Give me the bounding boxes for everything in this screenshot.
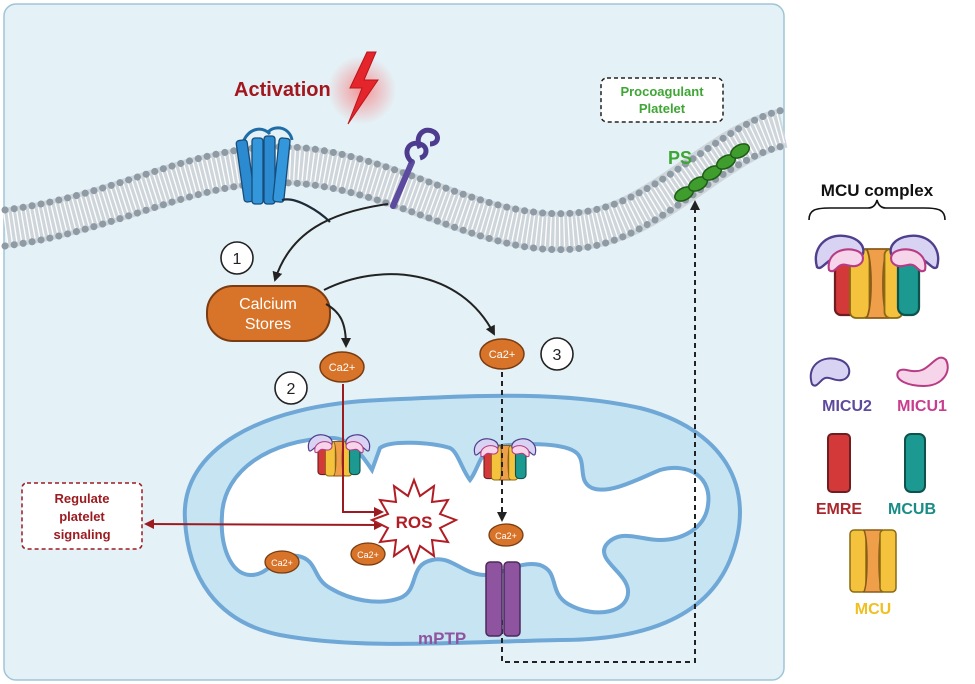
ros-label: ROS <box>396 513 433 532</box>
ps-label: PS <box>668 148 692 168</box>
svg-text:Ca2+: Ca2+ <box>357 550 379 560</box>
phosphatidylserine-icon <box>673 143 751 202</box>
micu2-icon <box>809 357 851 387</box>
regulate-label-line1: Regulate <box>55 491 110 506</box>
ca-ion-2: Ca2+ <box>319 351 365 383</box>
ca-ion-matrix-c: Ca2+ <box>488 523 524 547</box>
calcium-stores-label-line1: Calcium <box>239 296 297 313</box>
step-1-badge: 1 <box>220 241 254 275</box>
step-2-badge: 2 <box>274 371 308 405</box>
procoagulant-box <box>600 77 724 123</box>
legend-mcu-complex <box>814 234 940 320</box>
emre-icon <box>827 433 851 493</box>
arrow-ros-to-regulate <box>144 519 384 530</box>
step-3-badge: 3 <box>540 337 574 371</box>
mcu-label: MCU <box>855 601 891 618</box>
regulate-label-line3: signaling <box>53 527 110 542</box>
svg-text:Ca2+: Ca2+ <box>271 558 293 568</box>
ca-ion-matrix-b: Ca2+ <box>350 542 386 566</box>
ca-ion-matrix-a: Ca2+ <box>264 550 300 574</box>
arrow-mptp-to-ps <box>501 200 700 663</box>
svg-text:1: 1 <box>233 251 242 268</box>
regulate-signaling-box <box>21 482 143 550</box>
legend-title: MCU complex <box>821 181 934 200</box>
procoagulant-label-line2: Platelet <box>639 101 686 116</box>
mcu-icon <box>849 529 897 593</box>
arrow-stores-to-ca3 <box>323 273 495 336</box>
mitochondrion <box>182 393 742 646</box>
legend-brace <box>808 199 946 221</box>
gpcr-receptor-icon <box>235 126 331 223</box>
lightning-icon <box>328 51 396 125</box>
micu1-label: MICU1 <box>897 398 947 415</box>
glycoprotein-receptor-icon <box>390 127 440 209</box>
mcub-icon <box>904 433 926 493</box>
regulate-label-line2: platelet <box>59 509 105 524</box>
micu2-label: MICU2 <box>822 398 872 415</box>
procoagulant-label-line1: Procoagulant <box>620 84 704 99</box>
ros-burst: ROS <box>369 477 459 565</box>
svg-text:Ca2+: Ca2+ <box>489 349 516 361</box>
arrow-ca-to-ros <box>342 384 384 517</box>
micu1-icon <box>896 356 949 388</box>
svg-text:2: 2 <box>287 381 296 398</box>
emre-label: EMRE <box>816 501 863 518</box>
calcium-stores <box>206 285 331 342</box>
activation-label: Activation <box>234 79 331 101</box>
ca-ion-3: Ca2+ <box>479 338 525 370</box>
mptp-channel <box>485 561 521 637</box>
mcub-label: MCUB <box>888 501 936 518</box>
arrow-receptor-to-stores <box>272 203 389 282</box>
arrow-stores-to-ca2 <box>325 303 351 348</box>
svg-text:Ca2+: Ca2+ <box>329 362 356 374</box>
svg-text:Ca2+: Ca2+ <box>495 531 517 541</box>
calcium-stores-label-line2: Stores <box>245 316 291 333</box>
mptp-label: mPTP <box>418 629 466 648</box>
svg-text:3: 3 <box>553 347 562 364</box>
